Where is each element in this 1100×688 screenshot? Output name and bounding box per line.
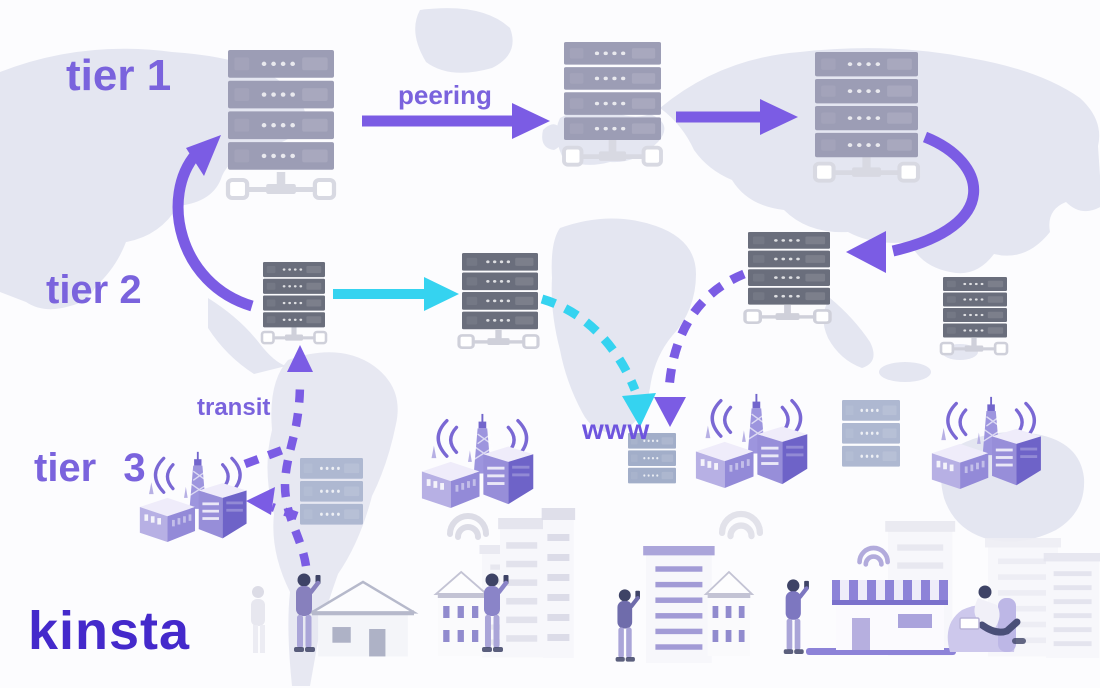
wifi-icon [722, 514, 760, 536]
www-route-cyan [540, 294, 656, 427]
connections [172, 99, 979, 567]
person-with-laptop [947, 585, 1026, 652]
end-users-scene [251, 508, 1100, 663]
tier3-label: tier 3 [34, 446, 146, 490]
network-connector [743, 303, 832, 325]
person-with-documents [616, 589, 640, 661]
person-on-phone [784, 579, 809, 654]
row-house [435, 571, 488, 657]
www-label: www [582, 414, 651, 445]
tier2-link-arrow [333, 277, 459, 311]
kinsta-logo: kinsta [28, 601, 191, 661]
tier2-to-tier1-arrow [172, 135, 254, 312]
transit-arrow [243, 345, 313, 567]
tier1-to-tier2-arrow [846, 131, 979, 273]
peering-arrow-2 [676, 99, 798, 135]
www-route-purple [654, 269, 746, 427]
person-silhouette [251, 586, 265, 653]
tier1-server-2 [564, 42, 661, 140]
transit-label: transit [197, 394, 271, 421]
network-connector [457, 328, 540, 350]
city-building [498, 518, 546, 658]
isp-station-3 [694, 392, 809, 490]
office-building [643, 546, 715, 663]
tier2-server-1 [263, 262, 325, 327]
row-house [705, 571, 753, 657]
tier2-server-2 [462, 253, 538, 329]
wifi-icon [860, 548, 888, 564]
tier2-server-4 [943, 277, 1007, 338]
isp-station-1 [138, 450, 249, 544]
city-building [1043, 553, 1100, 658]
local-server-2 [842, 400, 900, 467]
city-building [541, 508, 576, 658]
peering-arrow-1 [362, 103, 550, 139]
network-connector [228, 172, 334, 198]
peering-label: peering [398, 80, 492, 110]
isp-station-2 [420, 412, 535, 510]
tier1-label: tier 1 [66, 51, 172, 100]
tier2-label: tier 2 [46, 268, 142, 312]
local-server-1 [300, 458, 363, 525]
network-connector [260, 325, 328, 345]
storefront [832, 580, 948, 650]
tier2-server-3 [748, 232, 830, 305]
wifi-icon [450, 516, 486, 537]
isp-station-4 [930, 395, 1043, 491]
